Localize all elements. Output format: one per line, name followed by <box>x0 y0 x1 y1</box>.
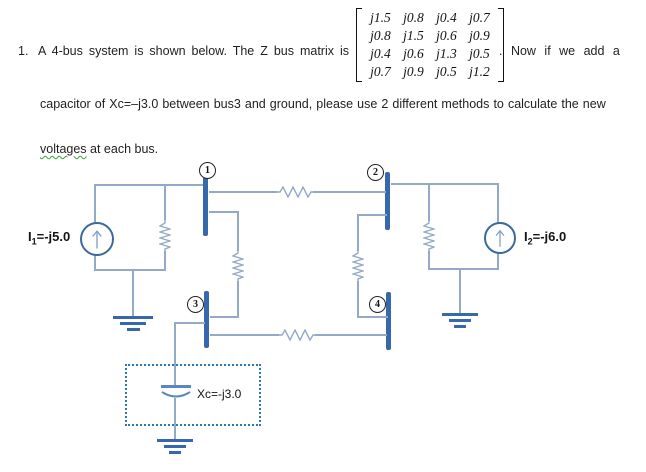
problem-text-line3: voltages at each bus. <box>40 142 158 157</box>
inductor-coil-icon <box>232 250 244 282</box>
matrix-left-bracket <box>356 8 362 82</box>
matrix-cell: j1.2 <box>469 64 490 79</box>
wire <box>357 316 388 318</box>
wire <box>94 184 96 223</box>
capacitor-highlight-box <box>125 364 261 426</box>
zbus-matrix: j1.5 j0.8 j0.4 j0.7 j0.8 j1.5 j0.6 j0.9 … <box>356 8 504 82</box>
source1-label: I1=-j5.0 <box>28 229 71 247</box>
bus-2-label: 2 <box>367 164 384 181</box>
wire <box>459 269 461 313</box>
wire <box>237 211 239 251</box>
matrix-cell: j1.3 <box>436 46 457 61</box>
ground-symbol <box>113 316 153 319</box>
wire <box>497 249 499 270</box>
up-arrow-icon <box>495 229 505 247</box>
bus-1-label: 1 <box>199 162 216 179</box>
matrix-cell: j0.6 <box>436 28 457 43</box>
wire <box>209 211 239 213</box>
wire <box>315 334 387 336</box>
inductor-coil-icon <box>423 220 435 252</box>
wire <box>428 251 430 270</box>
bus-3-label: 3 <box>187 296 204 313</box>
problem-text-before-matrix: A 4-bus system is shown below. The Z bus… <box>38 44 349 58</box>
bus-4-label: 4 <box>369 296 386 313</box>
problem-number: 1. <box>18 44 29 58</box>
capacitor-curved-plate-icon <box>161 391 191 398</box>
current-source-1-icon <box>80 222 114 256</box>
matrix-cell: j0.4 <box>370 46 391 61</box>
ground-symbol <box>449 319 471 322</box>
wire <box>209 191 277 193</box>
matrix-values: j1.5 j0.8 j0.4 j0.7 j0.8 j1.5 j0.6 j0.9 … <box>362 8 498 82</box>
wire <box>357 214 387 216</box>
matrix-cell: j0.4 <box>436 10 457 25</box>
capacitor-plate-icon <box>161 385 191 388</box>
wire <box>428 183 430 221</box>
ground-symbol <box>454 325 466 328</box>
ground-symbol <box>157 439 193 442</box>
up-arrow-icon <box>92 230 102 249</box>
resistor-icon <box>276 186 314 198</box>
inductor-coil-icon <box>159 220 171 252</box>
bus-3-bar <box>204 291 209 348</box>
matrix-cell: j0.9 <box>403 64 424 79</box>
wire <box>210 316 239 318</box>
inductor-coil-icon <box>352 250 364 282</box>
problem-text-line3-rest: at each bus. <box>86 142 159 156</box>
matrix-right-bracket <box>498 8 504 82</box>
ground-symbol <box>120 322 146 325</box>
wire <box>357 281 359 317</box>
wire <box>237 281 239 317</box>
wire <box>164 185 166 220</box>
ground-symbol <box>127 328 140 331</box>
wire <box>94 269 166 271</box>
ground-symbol <box>442 313 478 316</box>
wire <box>391 183 499 185</box>
problem-text-after-matrix: . Now if we add a <box>499 44 620 58</box>
capacitor-label: Xc=-j3.0 <box>197 387 242 401</box>
wire <box>313 191 386 193</box>
wire <box>174 323 176 386</box>
ground-symbol <box>169 451 181 454</box>
wire <box>357 214 359 251</box>
problem-text-line2: capacitor of Xc=–j3.0 between bus3 and g… <box>40 97 606 111</box>
matrix-cell: j0.8 <box>370 28 391 43</box>
matrix-cell: j1.5 <box>403 28 424 43</box>
wire <box>428 268 499 270</box>
bus-2-bar <box>385 172 390 230</box>
matrix-cell: j0.7 <box>370 64 391 79</box>
wire <box>497 183 499 223</box>
wire <box>95 184 206 186</box>
wire <box>164 251 166 271</box>
matrix-cell: j0.5 <box>436 64 457 79</box>
bus-4-bar <box>386 292 391 350</box>
bus-1-bar <box>203 177 208 236</box>
misspelled-word: voltages <box>40 142 87 156</box>
resistor-icon <box>278 329 316 341</box>
wire <box>174 398 176 439</box>
matrix-cell: j0.5 <box>469 46 490 61</box>
current-source-2-icon <box>484 222 516 254</box>
ground-symbol <box>164 445 186 448</box>
wire <box>210 334 279 336</box>
matrix-cell: j0.6 <box>403 46 424 61</box>
matrix-cell: j0.7 <box>469 10 490 25</box>
matrix-cell: j1.5 <box>370 10 391 25</box>
wire <box>174 322 205 324</box>
matrix-cell: j0.8 <box>403 10 424 25</box>
source2-label: I2=-j6.0 <box>524 229 567 247</box>
wire <box>132 270 134 316</box>
wire <box>94 251 96 271</box>
matrix-cell: j0.9 <box>469 28 490 43</box>
